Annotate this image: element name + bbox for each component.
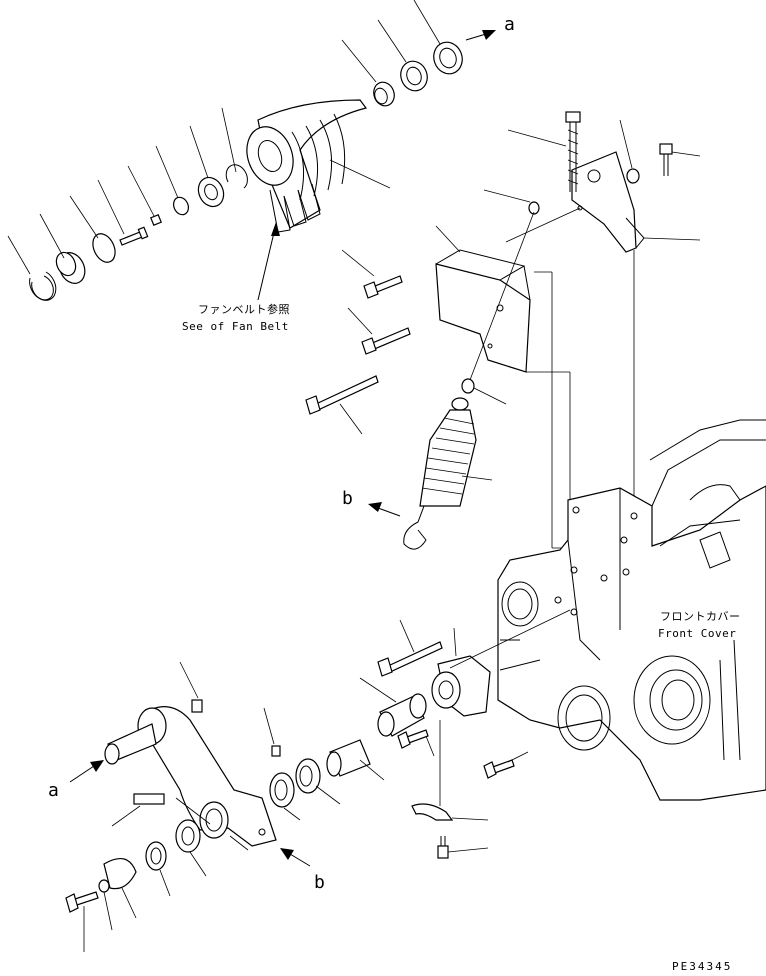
fan-belt-label-en: See of Fan Belt [182,320,289,333]
front-cover-label-en: Front Cover [658,627,736,640]
angle-bracket [305,225,531,435]
fan-belt-callout: ファンベルト参照 See of Fan Belt [182,222,290,333]
upper-bracket [483,111,701,253]
idler-bracket-lower [377,609,571,859]
idler-shaft [269,677,427,821]
idler-arm: a b [48,661,325,893]
upper-bearing-set: a [341,0,515,107]
fan-pulley [246,99,391,233]
upper-bearing-stack [7,107,248,301]
ref-label-a-bottom: a [48,780,59,801]
tension-spring: b [342,211,535,550]
engine-front-cover: フロントカバー Front Cover [497,419,766,801]
ref-label-a-top: a [504,14,515,35]
ref-label-b-bottom: b [314,872,325,893]
lower-bearing-stack [65,819,207,952]
fan-belt-label-jp: ファンベルト参照 [198,302,290,316]
front-cover-label-jp: フロントカバー [660,610,741,623]
drawing-code: PE34345 [672,960,732,973]
ref-label-b-spring: b [342,488,353,509]
alignment-lines [505,207,635,549]
